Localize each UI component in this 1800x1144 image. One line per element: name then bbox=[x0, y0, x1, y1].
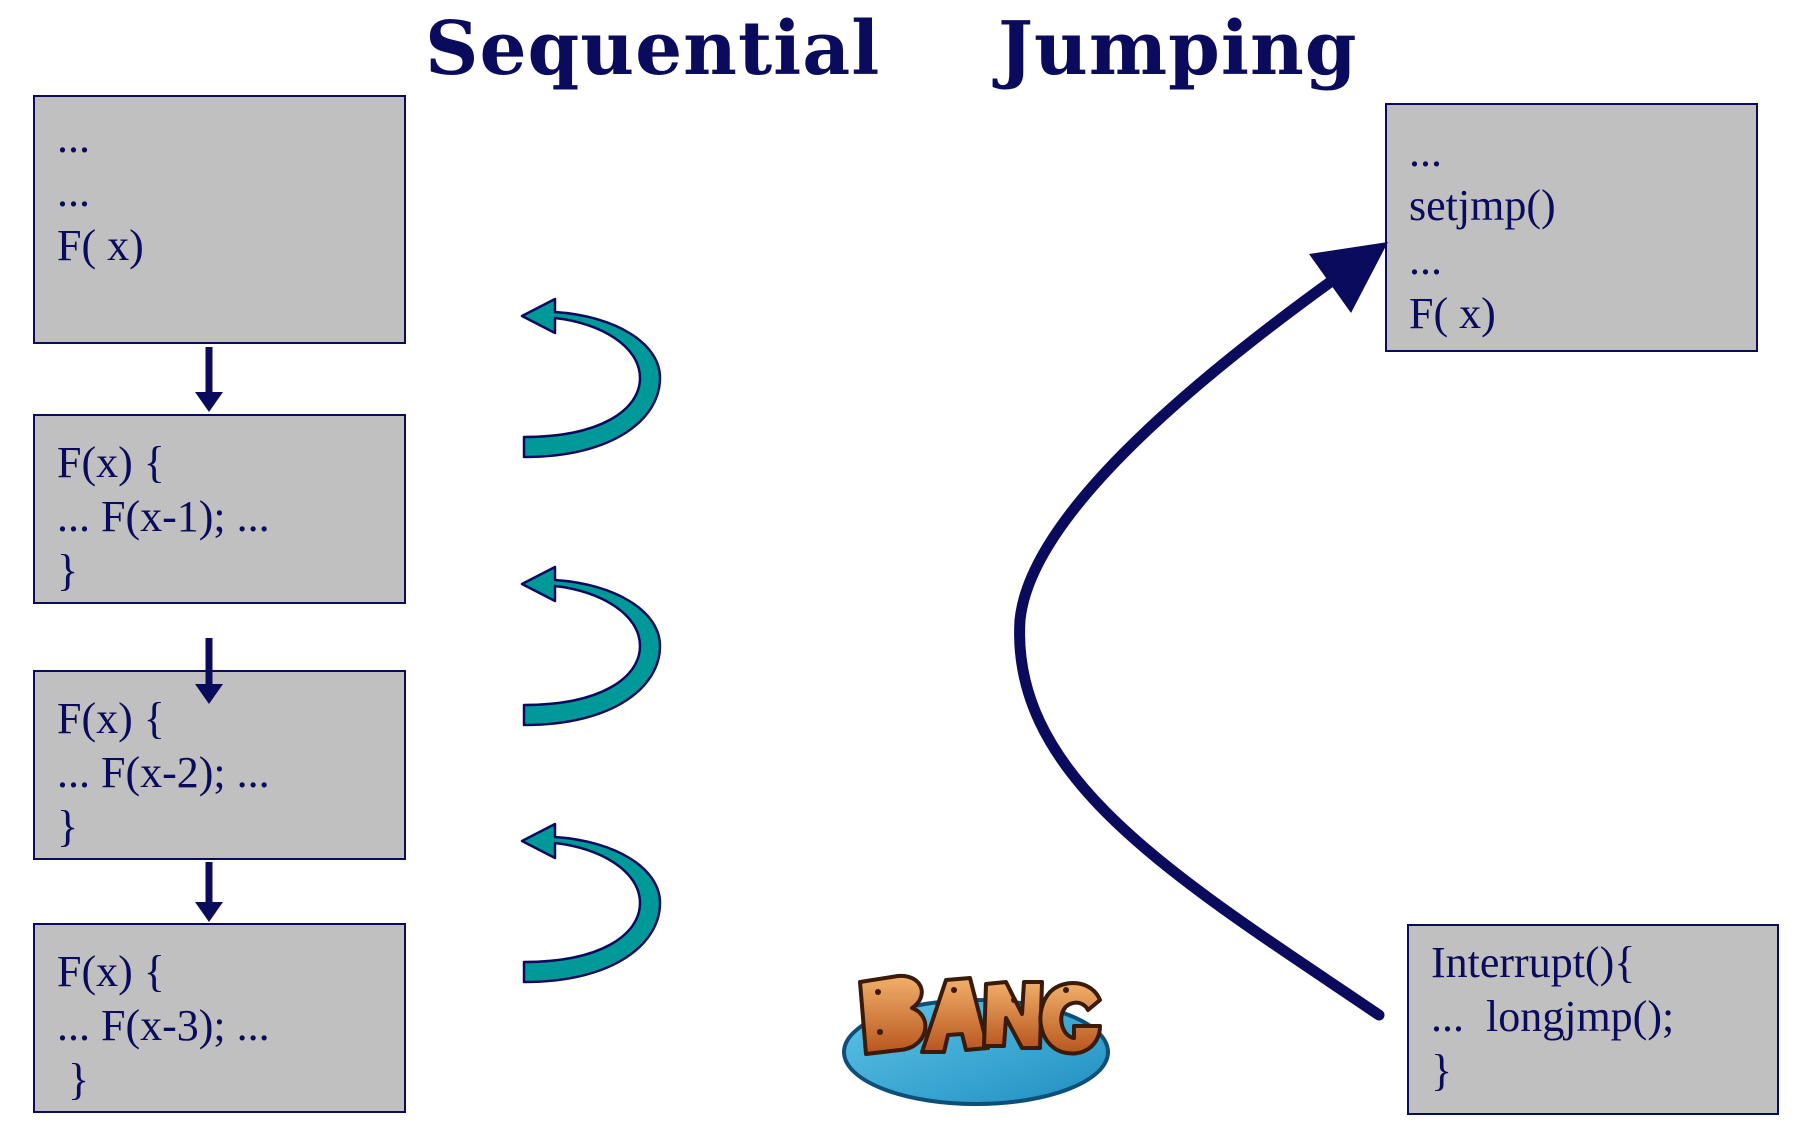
code-line: } bbox=[57, 1055, 90, 1104]
title-jumping: Jumping bbox=[998, 6, 1358, 92]
code-line: } bbox=[57, 546, 79, 595]
code-line: setjmp() bbox=[1409, 181, 1556, 230]
code-line: ... bbox=[1409, 127, 1442, 176]
code-line: } bbox=[57, 802, 79, 851]
down-arrow-icon bbox=[195, 638, 223, 704]
stack-frame-2: F(x) { ... F(x-2); ... } bbox=[33, 670, 406, 860]
code-line: F(x) { bbox=[57, 947, 165, 996]
code-line: ... F(x-1); ... bbox=[57, 492, 270, 541]
code-line: } bbox=[1431, 1046, 1453, 1095]
code-line: F( x) bbox=[57, 221, 144, 270]
interrupt-frame: Interrupt(){ ... longjmp(); } bbox=[1407, 924, 1779, 1115]
code-line: ... F(x-2); ... bbox=[57, 748, 270, 797]
code-line: ... bbox=[1409, 235, 1442, 284]
code-line: F( x) bbox=[1409, 289, 1496, 338]
code-line: ... bbox=[57, 167, 90, 216]
bang-comic-icon bbox=[842, 973, 1110, 1106]
u-turn-arrow-icon bbox=[520, 822, 662, 984]
stack-frame-3: F(x) { ... F(x-3); ... } bbox=[33, 923, 406, 1113]
stack-frame-main: ... ... F( x) bbox=[33, 95, 406, 344]
down-arrow-icon bbox=[195, 347, 223, 412]
u-turn-arrow-icon bbox=[520, 565, 662, 727]
code-line: ... bbox=[57, 113, 90, 162]
code-line: ... F(x-3); ... bbox=[57, 1001, 270, 1050]
setjmp-frame: ... setjmp() ... F( x) bbox=[1385, 103, 1758, 352]
code-line: ... longjmp(); bbox=[1431, 992, 1675, 1041]
code-line: F(x) { bbox=[57, 438, 165, 487]
u-turn-arrow-icon bbox=[520, 297, 662, 459]
stack-frame-1: F(x) { ... F(x-1); ... } bbox=[33, 414, 406, 604]
curved-jump-arrow-icon bbox=[1014, 242, 1388, 1021]
down-arrow-icon bbox=[195, 862, 223, 922]
code-line: Interrupt(){ bbox=[1431, 938, 1636, 987]
code-line: F(x) { bbox=[57, 694, 165, 743]
title-sequential: Sequential bbox=[425, 6, 881, 92]
